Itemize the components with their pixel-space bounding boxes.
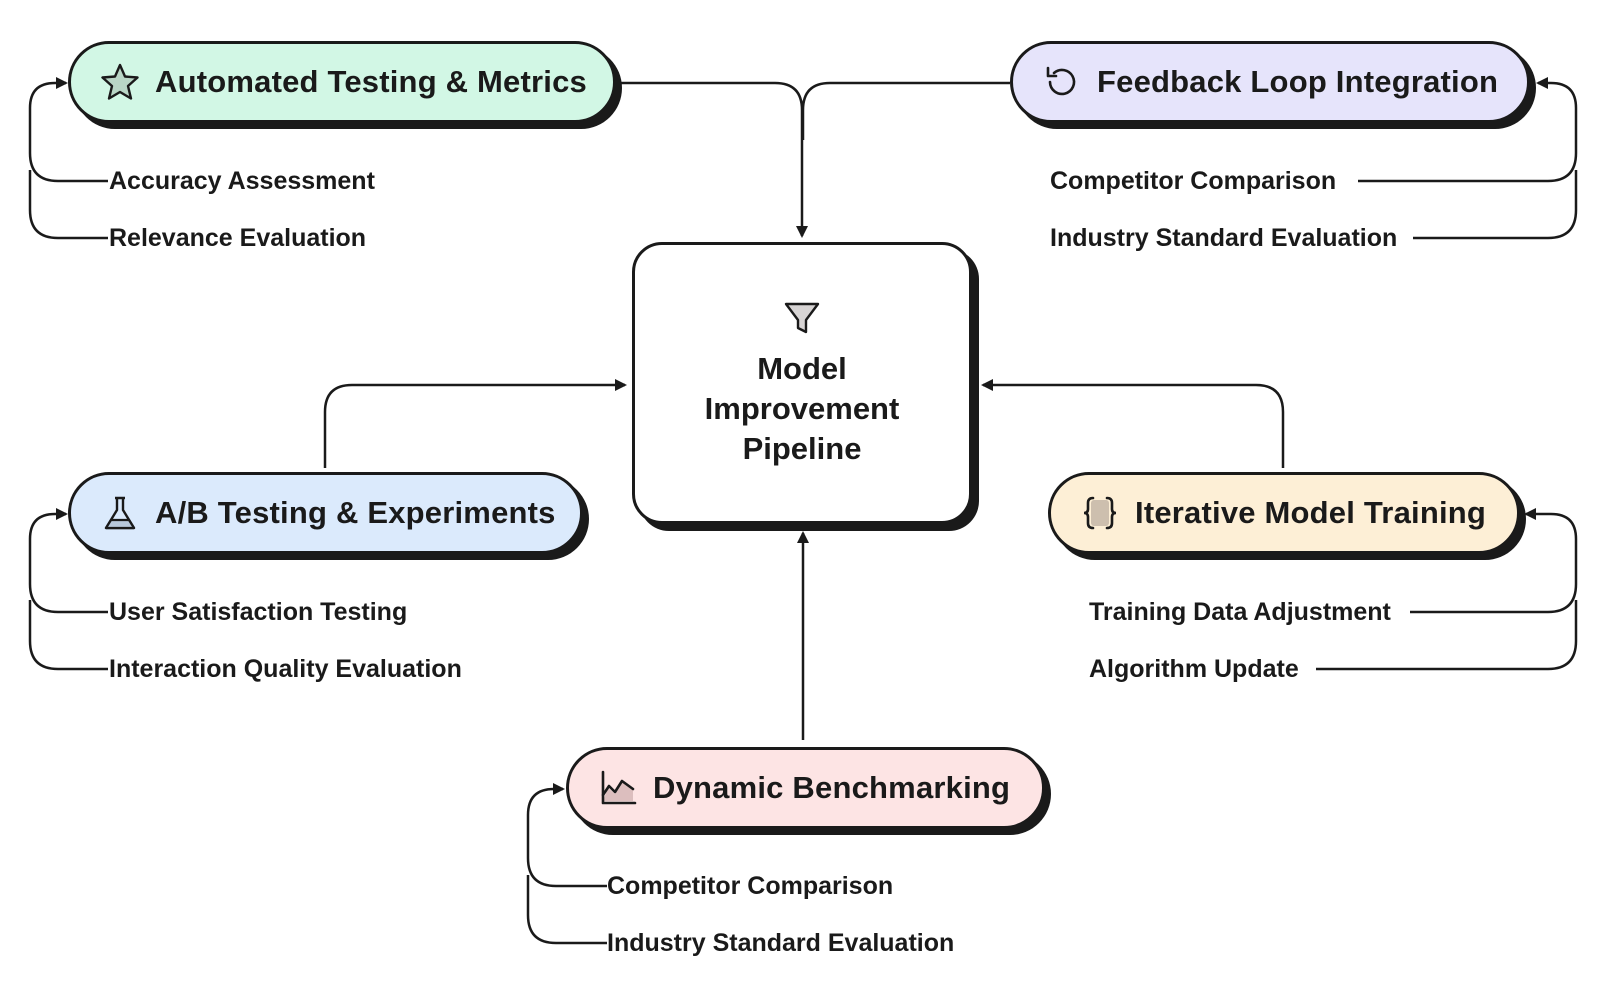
loop-ab-2 [28, 600, 108, 671]
node-feedback-loop: Feedback Loop Integration [1010, 41, 1530, 123]
star-icon [99, 61, 141, 103]
feedback-item-2: Industry Standard Evaluation [1050, 224, 1398, 252]
dynamic-item-1: Competitor Comparison [607, 872, 894, 900]
iterative-item-1: Training Data Adjustment [1089, 598, 1391, 626]
node-iterative-training: Iterative Model Training [1048, 472, 1520, 554]
code-braces-icon [1079, 492, 1121, 534]
line-chart-icon [597, 767, 639, 809]
feedback-item-1: Competitor Comparison [1050, 167, 1337, 195]
loop-ab-1 [28, 508, 108, 614]
loop-iterative-2 [1316, 600, 1578, 671]
automated-item-1: Accuracy Assessment [109, 167, 375, 195]
node-title: Iterative Model Training [1135, 495, 1487, 530]
connector-automated-to-center [620, 81, 808, 238]
node-automated-testing: Automated Testing & Metrics [68, 41, 616, 123]
node-title: Dynamic Benchmarking [653, 770, 1011, 805]
connector-ab-to-center [323, 379, 627, 468]
loop-feedback-1 [1358, 77, 1578, 183]
node-dynamic-benchmarking: Dynamic Benchmarking [566, 747, 1045, 829]
node-ab-testing: A/B Testing & Experiments [68, 472, 583, 554]
loop-dynamic-1 [526, 783, 607, 888]
node-title: Feedback Loop Integration [1097, 64, 1499, 99]
refresh-icon [1041, 61, 1083, 103]
funnel-icon [782, 298, 822, 343]
center-title: Model Improvement Pipeline [704, 350, 900, 466]
loop-iterative-1 [1410, 508, 1578, 614]
flask-icon [99, 492, 141, 534]
iterative-item-2: Algorithm Update [1089, 655, 1299, 683]
dynamic-item-2: Industry Standard Evaluation [607, 929, 955, 957]
automated-item-2: Relevance Evaluation [109, 224, 367, 252]
ab-item-2: Interaction Quality Evaluation [109, 655, 462, 683]
center-node: Model Improvement Pipeline [632, 242, 972, 524]
loop-dynamic-2 [526, 875, 607, 945]
connector-iterative-to-center [981, 379, 1285, 468]
loop-automated-1 [28, 77, 108, 183]
node-title: Automated Testing & Metrics [155, 64, 587, 99]
ab-item-1: User Satisfaction Testing [109, 598, 408, 626]
connector-feedback-to-center [801, 81, 1010, 140]
loop-automated-2 [28, 170, 108, 240]
loop-feedback-2 [1413, 170, 1578, 240]
node-title: A/B Testing & Experiments [155, 495, 556, 530]
